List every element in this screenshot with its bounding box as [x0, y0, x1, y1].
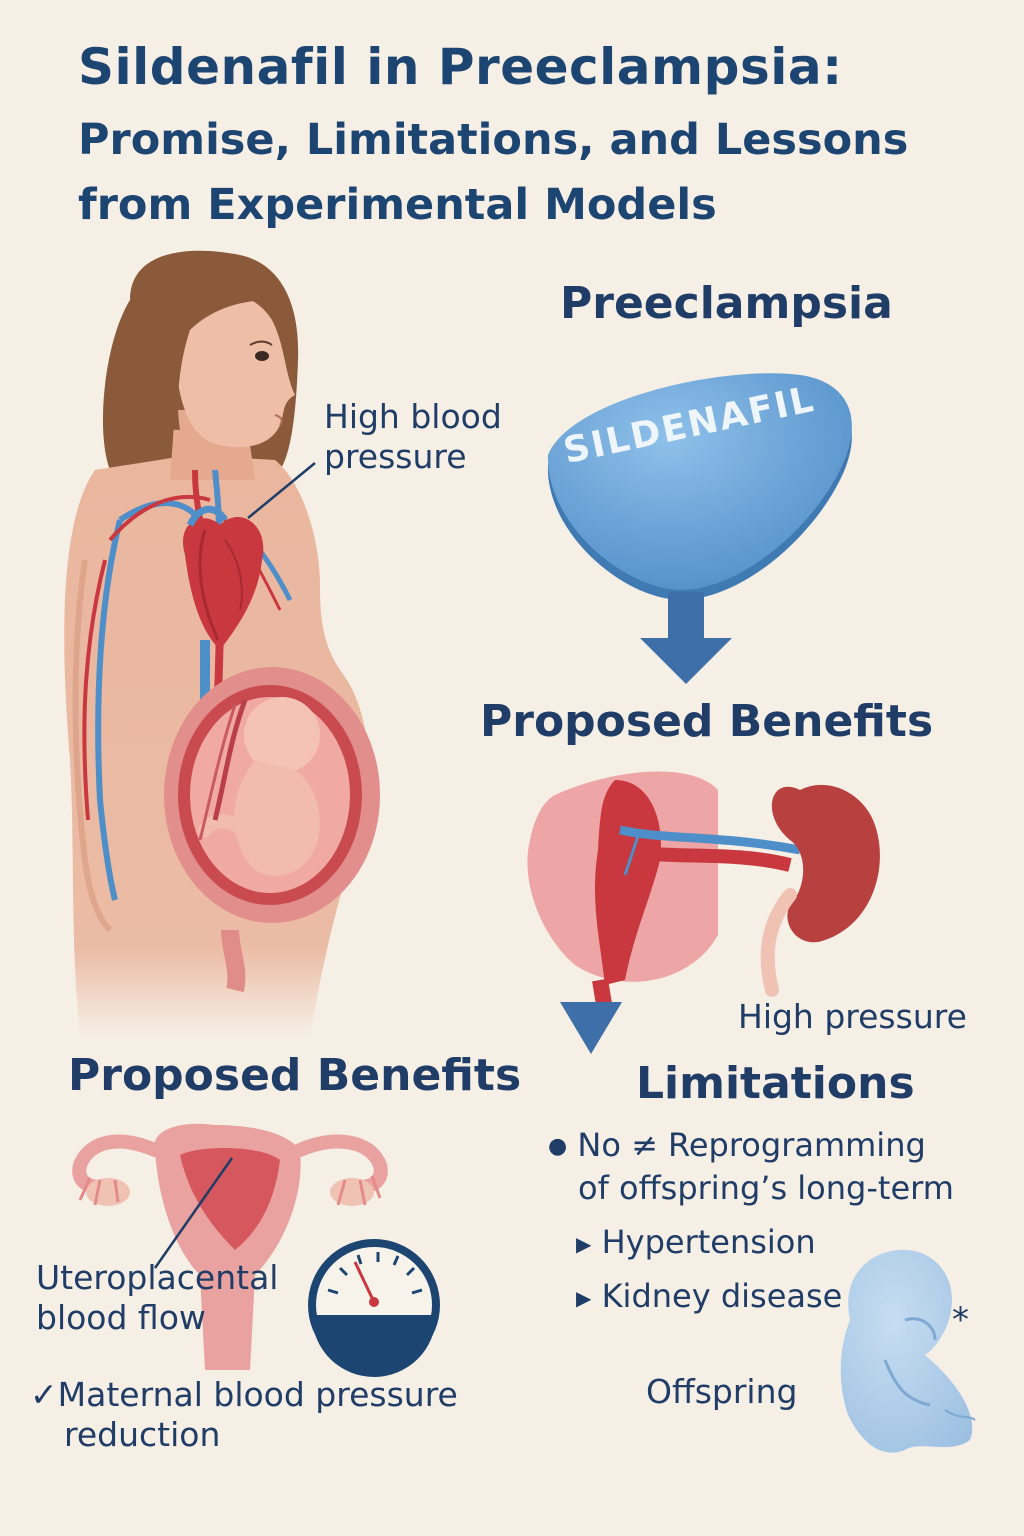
uteroplacental-label-2: blood flow [36, 1298, 206, 1337]
heading-limitations: Limitations [636, 1058, 915, 1109]
title-line-2: Promise, Limitations, and Lessons [78, 115, 909, 165]
pointer-line [153, 1157, 234, 1269]
bullet-icon: ● [548, 1134, 568, 1159]
blood-pressure-gauge-icon [308, 1239, 440, 1377]
title-line-1: Sildenafil in Preeclampsia: [78, 38, 843, 96]
limitation-item-label: Hypertension [601, 1223, 816, 1261]
high-blood-pressure-label-1: High blood [324, 397, 502, 436]
heading-proposed-benefits-left: Proposed Benefits [68, 1050, 522, 1101]
down-arrow-small-icon [560, 1002, 622, 1054]
checkmark-icon: ✓ [30, 1375, 58, 1414]
limitation-line-2: of offspring’s long-term [578, 1169, 954, 1207]
heading-preeclampsia: Preeclampsia [560, 278, 893, 329]
kidney-high-pressure-label: High pressure [738, 997, 967, 1036]
uteroplacental-label-1: Uteroplacental [36, 1258, 279, 1297]
maternal-bp-line-2: reduction [64, 1415, 221, 1454]
triangle-bullet-icon: ▶ [576, 1232, 592, 1256]
heading-proposed-benefits-right: Proposed Benefits [480, 696, 934, 747]
limitation-line-1: No ≠ Reprogramming [577, 1126, 926, 1164]
face [174, 291, 295, 448]
offspring-icon [840, 1249, 976, 1453]
maternal-bp-line-1: ✓Maternal blood pressure [30, 1375, 458, 1415]
offspring-label: Offspring [646, 1372, 798, 1411]
asterisk-mark: * [952, 1300, 969, 1340]
artery [82, 559, 107, 821]
pointer-line [247, 462, 316, 519]
limitation-item-hypertension: ▶ Hypertension [576, 1222, 816, 1264]
kidney-vessels-icon [527, 771, 880, 1012]
vein [95, 519, 123, 901]
sildenafil-pill-icon [547, 373, 852, 600]
limitation-item-label: Kidney disease [601, 1277, 843, 1315]
limitation-item-kidney-disease: ▶ Kidney disease [576, 1276, 842, 1318]
maternal-bp-text: Maternal blood pressure [57, 1375, 458, 1414]
high-blood-pressure-label-2: pressure [324, 437, 467, 476]
limitation-bullet: ● No ≠ Reprogramming [548, 1125, 926, 1167]
heart-icon [183, 505, 264, 650]
title-line-3: from Experimental Models [78, 180, 717, 230]
uterus-icon [72, 1123, 388, 1370]
uterus-fetus-icon [164, 667, 380, 993]
triangle-bullet-icon: ▶ [576, 1286, 592, 1310]
down-arrow-icon [640, 592, 732, 684]
